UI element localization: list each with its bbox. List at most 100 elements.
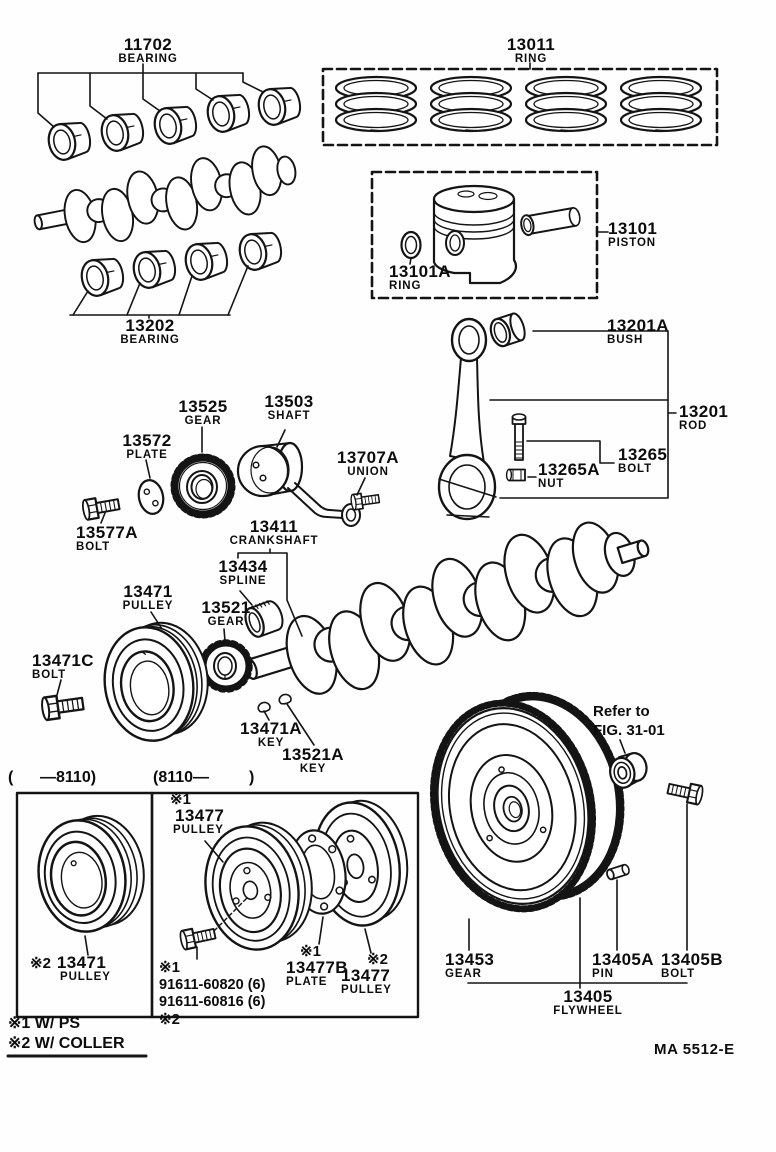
- variant-box-late: [150, 791, 420, 1019]
- part-name: BOLT: [618, 463, 653, 475]
- part-number: 13471C: [32, 651, 94, 670]
- part-label-13011: 13011 RING: [494, 36, 568, 67]
- part-name: SPLINE: [219, 575, 267, 587]
- shaft-13503-drawing: [236, 441, 361, 527]
- union-bolt-13707A-drawing: [349, 490, 381, 511]
- part-number: 13011: [506, 35, 556, 54]
- key-13521A-drawing: [277, 692, 293, 706]
- piston-pin-drawing: [520, 206, 581, 237]
- part-label-13521: 13521 GEAR: [197, 599, 255, 630]
- part-name: PIN: [592, 968, 614, 980]
- part-number: 13411: [249, 517, 299, 536]
- part-name: PULLEY: [341, 984, 392, 996]
- part-number: 13265A: [538, 460, 600, 479]
- part-number: 13101: [608, 219, 658, 238]
- part-label-13577A: 13577A BOLT: [76, 524, 138, 555]
- crankshaft-main-drawing: [244, 521, 650, 695]
- piston-drawing: [432, 184, 517, 285]
- footnote-text: W/ PS: [34, 1015, 81, 1032]
- spline-13434-drawing: [244, 600, 284, 638]
- part-label-13405A: 13405A PIN: [592, 951, 654, 982]
- crank-gear-13521-drawing: [199, 639, 253, 693]
- part-number: 13521: [201, 598, 251, 617]
- connecting-rod-drawing: [437, 317, 497, 521]
- part-number: 13471: [123, 582, 173, 601]
- part-label-13503: 13503 SHAFT: [255, 393, 323, 424]
- part-label-13471: 13471 PULLEY: [115, 583, 181, 614]
- part-name: BEARING: [118, 53, 178, 65]
- early-pulley-13471-drawing: [37, 814, 145, 933]
- part-label-13707A: 13707A UNION: [330, 449, 406, 480]
- ring-set-box: [321, 67, 719, 147]
- plate-13572-drawing: [137, 479, 165, 515]
- footnote-marker: ※2: [8, 1035, 31, 1052]
- part-name: CRANKSHAFT: [229, 535, 319, 547]
- part-name: PLATE: [126, 449, 168, 461]
- part-label-13521A: 13521A KEY: [278, 746, 348, 777]
- part-number: 13453: [445, 950, 495, 969]
- part-name: KEY: [257, 737, 285, 749]
- part-number: 13101A: [389, 262, 451, 281]
- part-name: BOLT: [76, 541, 111, 553]
- variant-marker-top: ※1: [159, 959, 180, 976]
- part-label-13265A: 13265A NUT: [538, 461, 600, 492]
- rod-nut-drawing: [505, 468, 526, 482]
- part-label-13405: 13405 FLYWHEEL: [546, 988, 630, 1019]
- leader-lines: [37, 62, 688, 989]
- part-label-13471C: 13471C BOLT: [32, 652, 94, 683]
- drive-gear-13525-drawing: [170, 453, 236, 519]
- bolt-option-1: 91611-60820 (6): [159, 976, 266, 993]
- bolt-options-block: ※1 91611-60820 (6) 91611-60816 (6) ※2: [159, 959, 265, 1029]
- part-number: 13471A: [240, 719, 302, 738]
- range-header-late: (8110— ): [153, 769, 255, 786]
- part-name: KEY: [299, 763, 327, 775]
- part-name: BOLT: [661, 968, 696, 980]
- part-name: NUT: [538, 478, 565, 490]
- crank-pulley-13471-drawing: [103, 621, 209, 742]
- part-number: 13405B: [661, 950, 723, 969]
- refer-note-line1: Refer to: [593, 703, 650, 720]
- variant-marker: ※1: [300, 943, 321, 960]
- part-number: 13477B: [286, 958, 348, 977]
- part-label-13265: 13265 BOLT: [618, 446, 667, 477]
- part-label-13434: 13434 SPLINE: [212, 558, 274, 589]
- part-number: 13572: [122, 431, 172, 450]
- footnote-1: ※1 W/ PS: [8, 1016, 80, 1032]
- part-name: PISTON: [608, 237, 657, 249]
- part-number: 13265: [618, 445, 668, 464]
- crankshaft-upper-drawing: [33, 145, 297, 244]
- rod-bolt-drawing: [511, 413, 527, 461]
- late-pulley-bolt-drawing: [178, 923, 218, 952]
- part-label-13101A: 13101A RING: [389, 263, 451, 294]
- part-number: 13201A: [607, 316, 669, 335]
- part-label-11702: 11702 BEARING: [103, 36, 193, 67]
- part-label-13572: 13572 PLATE: [115, 432, 179, 463]
- rod-bush-drawing: [489, 312, 526, 348]
- variant-marker-bottom: ※2: [159, 1010, 180, 1028]
- part-number: 13577A: [76, 523, 138, 542]
- footnote-text: W/ COLLER: [34, 1035, 125, 1052]
- part-name: PULLEY: [60, 971, 111, 983]
- part-number: 13525: [178, 397, 228, 416]
- part-name: PULLEY: [173, 824, 224, 836]
- part-name: GEAR: [207, 616, 245, 628]
- flywheel-bolt-13405B-drawing: [665, 778, 705, 807]
- part-name: SHAFT: [267, 410, 311, 422]
- part-label-13202: 13202 BEARING: [105, 317, 195, 348]
- refer-note: Refer to FIG. 31-01: [593, 703, 665, 741]
- part-number: 11702: [123, 35, 173, 54]
- part-name: FLYWHEEL: [553, 1005, 623, 1017]
- refer-note-line2: FIG. 31-01: [593, 721, 665, 739]
- pulley-bolt-13471C-drawing: [39, 691, 86, 722]
- part-name: GEAR: [184, 415, 222, 427]
- pin-13405A-drawing: [606, 863, 630, 881]
- part-number: 13477: [175, 806, 225, 825]
- part-number: 13471: [56, 953, 107, 972]
- part-name: BOLT: [32, 669, 67, 681]
- part-name: BEARING: [120, 334, 180, 346]
- part-name: RING: [514, 53, 548, 65]
- variant-marker: ※2: [367, 951, 388, 968]
- bolt-option-2: 91611-60816 (6): [159, 993, 266, 1010]
